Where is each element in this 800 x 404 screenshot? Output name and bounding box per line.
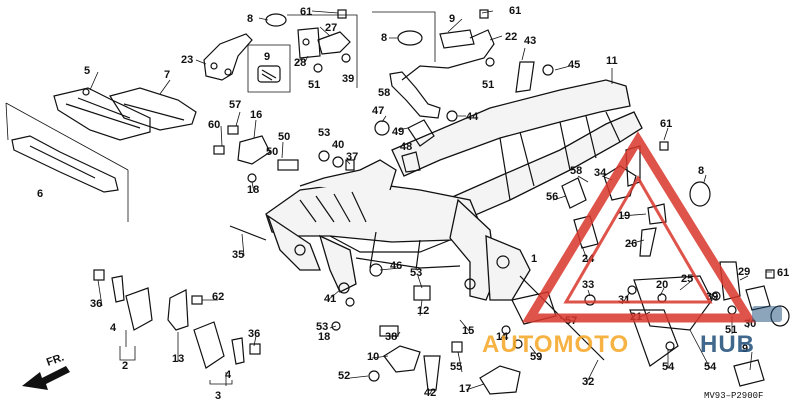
- label-25: 25: [681, 273, 693, 285]
- label-35: 35: [232, 249, 244, 261]
- label-9b: 9: [449, 13, 455, 25]
- bracket-28: [297, 27, 321, 59]
- label-38: 38: [385, 331, 397, 343]
- label-18a: 18: [247, 184, 259, 196]
- label-4b: 4: [225, 369, 232, 381]
- label-54b: 54: [704, 361, 717, 373]
- label-61c: 61: [660, 118, 672, 130]
- label-9c: 9: [742, 343, 748, 355]
- bracket-9-22: [401, 29, 495, 81]
- label-53a: 53: [318, 127, 330, 139]
- label-56: 56: [546, 191, 558, 203]
- label-40: 40: [332, 139, 344, 151]
- front-indicator: FR.: [22, 351, 70, 390]
- label-60: 60: [208, 119, 220, 131]
- label-31: 31: [618, 294, 630, 306]
- label-4: 4: [110, 322, 117, 334]
- label-46: 46: [390, 260, 402, 272]
- label-29: 29: [738, 266, 750, 278]
- label-47: 47: [372, 105, 384, 117]
- label-2: 2: [122, 360, 128, 372]
- watermark-logo: [522, 131, 782, 323]
- label-12: 12: [417, 305, 429, 317]
- label-32: 32: [582, 376, 594, 388]
- label-7: 7: [164, 69, 170, 81]
- label-28: 28: [294, 57, 306, 69]
- label-10: 10: [367, 351, 379, 363]
- label-18b: 18: [318, 331, 330, 343]
- bracket-23: [203, 33, 253, 81]
- label-36b: 36: [248, 328, 260, 340]
- main-frame: [265, 79, 643, 301]
- diagram-code: MV93–P2900F: [704, 391, 763, 401]
- label-14: 14: [496, 331, 509, 343]
- footpeg-brackets: [383, 345, 521, 395]
- bracket-58: [389, 71, 441, 119]
- label-5: 5: [84, 65, 90, 77]
- label-45: 45: [568, 59, 580, 71]
- label-8c: 8: [698, 165, 704, 177]
- label-61d: 61: [777, 267, 789, 279]
- label-20: 20: [656, 279, 668, 291]
- label-50b: 50: [266, 146, 278, 158]
- grommet-8b: [397, 30, 423, 46]
- bracket-27: [317, 31, 351, 55]
- label-1: 1: [531, 253, 537, 265]
- side-panels: [111, 275, 261, 385]
- label-54a: 54: [662, 361, 675, 373]
- grommet-8a: [265, 13, 287, 27]
- label-23: 23: [181, 54, 193, 66]
- label-9a: 9: [264, 51, 270, 63]
- rubber-9a: [257, 65, 281, 83]
- front-label: FR.: [45, 351, 66, 368]
- label-34: 34: [594, 167, 607, 179]
- label-15: 15: [462, 325, 474, 337]
- watermark-text-blue: HUB: [700, 331, 755, 358]
- label-48: 48: [400, 141, 412, 153]
- label-8b: 8: [381, 32, 387, 44]
- label-61b: 61: [509, 5, 521, 17]
- label-43: 43: [524, 35, 536, 47]
- inset-brackets: [247, 11, 436, 93]
- label-59: 59: [530, 351, 542, 363]
- label-51a: 51: [308, 79, 320, 91]
- rear-panel-6: [5, 102, 129, 222]
- label-33: 33: [582, 279, 594, 291]
- watermark-text-orange: AUTOMOTO: [482, 331, 629, 358]
- label-52: 52: [338, 370, 350, 382]
- label-16: 16: [250, 109, 262, 121]
- label-53c: 53: [316, 321, 328, 333]
- label-44: 44: [466, 111, 479, 123]
- label-51b: 51: [482, 79, 494, 91]
- label-36a: 36: [90, 298, 102, 310]
- label-49: 49: [392, 126, 404, 138]
- label-62: 62: [212, 291, 224, 303]
- label-39a: 39: [342, 73, 354, 85]
- label-55: 55: [450, 361, 462, 373]
- seat-tray-5: [53, 87, 151, 141]
- seat-tray-7: [109, 87, 197, 131]
- label-53b: 53: [410, 267, 422, 279]
- label-17: 17: [459, 383, 471, 395]
- label-6: 6: [37, 188, 43, 200]
- label-58a: 58: [378, 87, 390, 99]
- label-8a: 8: [247, 13, 253, 25]
- label-57a: 57: [229, 99, 241, 111]
- label-51c: 51: [725, 324, 737, 336]
- label-61a: 61: [300, 6, 312, 18]
- label-26: 26: [625, 238, 637, 250]
- label-50a: 50: [278, 131, 290, 143]
- label-11: 11: [606, 55, 618, 67]
- part-labels: 1 2 3 4 4 5 6 7 8 8 8 9 9 9 10 11 12 13 …: [37, 5, 789, 402]
- label-58b: 58: [570, 165, 582, 177]
- label-3: 3: [215, 390, 221, 402]
- label-22: 22: [505, 31, 517, 43]
- label-27: 27: [325, 22, 337, 34]
- label-37: 37: [346, 151, 358, 163]
